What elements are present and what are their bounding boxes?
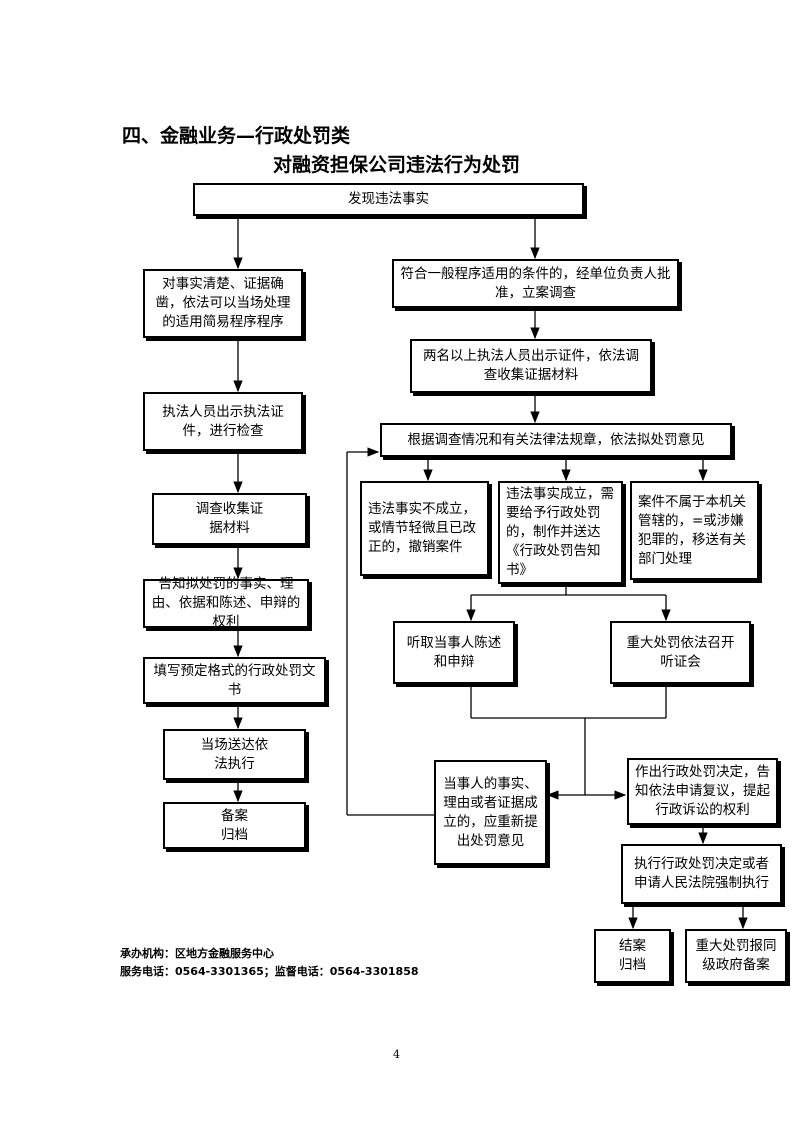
case-transfer-text: 案件不属于本机关管辖的，=或涉嫌犯罪的，移送有关部门处理 [638, 493, 746, 567]
case-established-text: 违法事实成立，需要给予行政处罚的，制作并送达《行政处罚告知书》 [506, 486, 614, 578]
inform-rights-text: 告知拟处罚的事实、理由、依据和陈述、申辩的权利 [151, 576, 301, 630]
propose-penalty-text: 根据调查情况和有关法律法规章，依法拟处罚意见 [407, 431, 705, 448]
re-propose-box: 当事人的事实、理由或者证据成立的，应重新提出处罚意见 [434, 760, 547, 865]
case-not-established-box: 违法事实不成立，或情节轻微且已改正的，撤销案件 [360, 481, 489, 576]
simple-procedure-condition-text: 对事实清楚、证据确凿，依法可以当场处理的适用简易程序程序 [155, 276, 291, 330]
deliver-onsite-box: 当场送达依法执行 [163, 729, 306, 780]
case-transfer-box: 案件不属于本机关管辖的，=或涉嫌犯罪的，移送有关部门处理 [630, 481, 759, 580]
contact-phones: 服务电话：0564-3301365；监督电话：0564-3301858 [120, 965, 419, 978]
simple-procedure-condition-box: 对事实清楚、证据确凿，依法可以当场处理的适用简易程序程序 [143, 269, 303, 338]
general-procedure-condition-text: 符合一般程序适用的条件的，经单位负责人批准，立案调查 [400, 265, 671, 301]
page-title: 对融资担保公司违法行为处罚 [272, 154, 520, 176]
show-id-general-text: 两名以上执法人员出示证件，依法调查收集证据材料 [423, 348, 639, 383]
execute-decision-text: 执行行政处罚决定或者申请人民法院强制执行 [634, 856, 769, 891]
record-simple-box: 备案归档 [163, 802, 306, 849]
show-id-general-box: 两名以上执法人员出示证件，依法调查收集证据材料 [410, 339, 652, 393]
close-case-box: 结案归档 [594, 929, 671, 983]
hear-statement-box: 听取当事人陈述和申辩 [393, 621, 515, 684]
section-heading: 四、金融业务—行政处罚类 [122, 125, 351, 147]
show-id-simple-text: 执法人员出示执法证件，进行检查 [162, 403, 284, 439]
organizer-info: 承办机构：区地方金融服务中心 [120, 947, 274, 960]
report-major-text: 重大处罚报同级政府备案 [695, 938, 777, 973]
general-procedure-condition-box: 符合一般程序适用的条件的，经单位负责人批准，立案调查 [392, 259, 679, 308]
hear-statement-text: 听取当事人陈述和申辩 [406, 634, 502, 670]
deliver-onsite-text: 当场送达依法执行 [200, 736, 269, 772]
report-major-box: 重大处罚报同级政府备案 [685, 929, 787, 983]
collect-evidence-box: 调查收集证据材料 [152, 493, 307, 545]
case-not-established-text: 违法事实不成立，或情节轻微且已改正的，撤销案件 [368, 501, 476, 555]
show-id-simple-box: 执法人员出示执法证件，进行检查 [143, 392, 303, 451]
hearing-text: 重大处罚依法召开听证会 [626, 634, 735, 670]
hearing-box: 重大处罚依法召开听证会 [610, 621, 751, 684]
make-decision-box: 作出行政处罚决定，告知依法申请复议，提起行政诉讼的权利 [627, 758, 778, 825]
collect-evidence-text: 调查收集证据材料 [195, 501, 264, 536]
propose-penalty-box: 根据调查情况和有关法律法规章，依法拟处罚意见 [380, 423, 732, 457]
make-decision-text: 作出行政处罚决定，告知依法申请复议，提起行政诉讼的权利 [635, 764, 770, 818]
case-established-box: 违法事实成立，需要给予行政处罚的，制作并送达《行政处罚告知书》 [498, 481, 623, 584]
discover-violation-text: 发现违法事实 [348, 191, 429, 207]
inform-rights-box: 告知拟处罚的事实、理由、依据和陈述、申辩的权利 [143, 576, 309, 630]
fill-document-text: 填写预定格式的行政处罚文书 [153, 662, 316, 698]
discover-violation-box: 发现违法事实 [193, 183, 584, 216]
record-simple-text: 备案归档 [221, 807, 248, 843]
execute-decision-box: 执行行政处罚决定或者申请人民法院强制执行 [621, 844, 782, 904]
re-propose-text: 当事人的事实、理由或者证据成立的，应重新提出处罚意见 [443, 775, 538, 849]
page-number: 4 [393, 1048, 400, 1061]
close-case-text: 结案归档 [619, 938, 646, 973]
fill-document-box: 填写预定格式的行政处罚文书 [143, 657, 326, 704]
